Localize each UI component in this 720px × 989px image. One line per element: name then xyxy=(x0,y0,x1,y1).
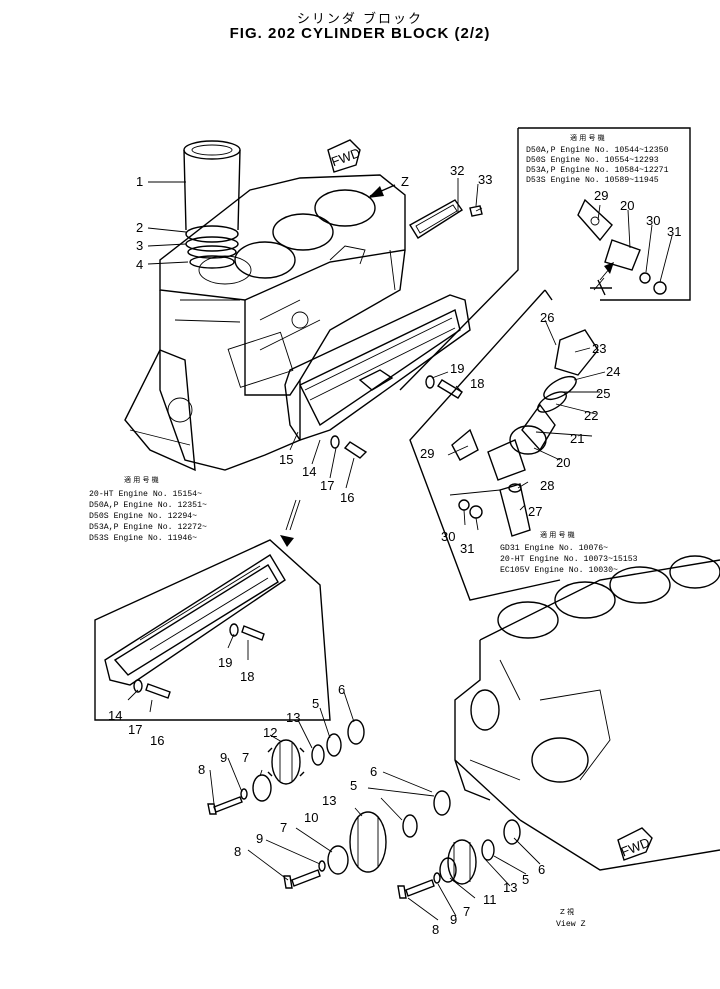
callout-16-upper: 16 xyxy=(340,490,354,505)
callout-14-lower: 14 xyxy=(108,708,122,723)
callout-12: 12 xyxy=(263,725,277,740)
note-left-line: 20-HT Engine No. 15154~ xyxy=(89,489,202,499)
callout-6-top: 6 xyxy=(338,682,345,697)
callout-19-upper: 19 xyxy=(450,361,464,376)
callout-4: 4 xyxy=(136,257,143,272)
callout-10: 10 xyxy=(304,810,318,825)
callout-7-bottom: 7 xyxy=(463,904,470,919)
note-top-right-line: D53S Engine No. 10589~11945 xyxy=(526,175,659,185)
callout-7-mid: 7 xyxy=(280,820,287,835)
callout-13-bottom: 13 xyxy=(503,880,517,895)
callout-11: 11 xyxy=(483,892,497,907)
link-arrow-upper xyxy=(593,262,614,291)
callout-17-upper: 17 xyxy=(320,478,334,493)
cylinder-liner xyxy=(183,140,241,269)
forward-arrow-bottom: FWD xyxy=(617,827,653,861)
view-z-arrow: Z xyxy=(368,174,409,198)
callout-9-mid: 9 xyxy=(256,831,263,846)
fwd-label-top: FWD xyxy=(329,145,362,169)
callout-16-lower: 16 xyxy=(150,733,164,748)
callout-29-top: 29 xyxy=(594,188,608,203)
callout-29-mid: 29 xyxy=(420,446,434,461)
note-left-header: 適 用 号 機 xyxy=(124,475,159,484)
callout-5-bottom: 5 xyxy=(522,872,529,887)
callout-19-lower: 19 xyxy=(218,655,232,670)
note-left-line: D53A,P Engine No. 12272~ xyxy=(89,522,207,532)
callout-13-mid: 13 xyxy=(322,793,336,808)
side-cover-lower-frame xyxy=(94,539,331,721)
callout-5-mid: 5 xyxy=(350,778,357,793)
cylinder-block-lower xyxy=(454,555,720,871)
note-top-right: 適 用 号 機 D50A,P Engine No. 10544~12350 D5… xyxy=(526,133,669,185)
callout-31-top: 31 xyxy=(667,224,681,239)
callout-9-bottom: 9 xyxy=(450,912,457,927)
callout-18-lower: 18 xyxy=(240,669,254,684)
callout-31-mid: 31 xyxy=(460,541,474,556)
callout-1: 1 xyxy=(136,174,143,189)
note-left: 適 用 号 機 20-HT Engine No. 15154~ D50A,P E… xyxy=(89,475,207,543)
callout-20-mid: 20 xyxy=(556,455,570,470)
callout-15: 15 xyxy=(279,452,293,467)
note-middle-right-header: 適 用 号 機 xyxy=(540,530,575,539)
cylinder-block-upper xyxy=(124,174,406,472)
callout-8-top: 8 xyxy=(198,762,205,777)
view-z-letter: Z xyxy=(401,174,409,189)
callout-20-top: 20 xyxy=(620,198,634,213)
callout-2: 2 xyxy=(136,220,143,235)
note-top-right-line: D50S Engine No. 10554~12293 xyxy=(526,155,659,165)
view-z-caption: Z 視 View Z xyxy=(556,907,586,929)
callout-30-mid: 30 xyxy=(441,529,455,544)
gear-train xyxy=(207,719,521,899)
callout-27: 27 xyxy=(528,504,542,519)
callout-32: 32 xyxy=(450,163,464,178)
callout-28: 28 xyxy=(540,478,554,493)
view-z-caption-japanese: Z 視 xyxy=(560,907,574,916)
forward-arrow-top: FWD xyxy=(327,139,362,173)
callout-8-mid: 8 xyxy=(234,844,241,859)
note-middle-right: 適 用 号 機 GD31 Engine No. 10076~ 20-HT Eng… xyxy=(500,530,638,575)
callout-22: 22 xyxy=(584,408,598,423)
note-left-line: D53S Engine No. 11946~ xyxy=(89,533,197,543)
note-left-line: D50A,P Engine No. 12351~ xyxy=(89,500,207,510)
note-left-line: D50S Engine No. 12294~ xyxy=(89,511,197,521)
detail-frame-top-right xyxy=(399,127,691,391)
link-arrow-lower xyxy=(280,499,301,547)
note-middle-right-line: 20-HT Engine No. 10073~15153 xyxy=(500,554,638,564)
callout-21: 21 xyxy=(570,431,584,446)
callout-17-lower: 17 xyxy=(128,722,142,737)
callout-23: 23 xyxy=(592,341,606,356)
hardware-upper xyxy=(330,375,463,459)
bolt-33 xyxy=(469,205,483,217)
callout-33: 33 xyxy=(478,172,492,187)
callout-7-top: 7 xyxy=(242,750,249,765)
callout-26: 26 xyxy=(540,310,554,325)
figure-title-japanese: シリンダ ブロック xyxy=(296,12,424,27)
callout-25: 25 xyxy=(596,386,610,401)
note-middle-right-line: EC105V Engine No. 10030~ xyxy=(500,565,618,575)
note-top-right-header: 適 用 号 機 xyxy=(570,133,605,142)
callout-6-mid: 6 xyxy=(370,764,377,779)
callout-14-upper: 14 xyxy=(302,464,316,479)
callout-9-top: 9 xyxy=(220,750,227,765)
callout-24: 24 xyxy=(606,364,620,379)
leader-lines xyxy=(127,178,673,921)
cover-plate-32 xyxy=(409,199,463,239)
figure-title: FIG. 202 CYLINDER BLOCK (2/2) xyxy=(229,25,491,42)
callout-13-top: 13 xyxy=(286,710,300,725)
side-cover-upper xyxy=(284,294,471,441)
note-top-right-line: D53A,P Engine No. 10584~12271 xyxy=(526,165,669,175)
callout-numbers: 1 2 3 4 32 33 19 18 15 14 17 16 29 20 30… xyxy=(108,163,681,937)
note-top-right-line: D50A,P Engine No. 10544~12350 xyxy=(526,145,669,155)
callout-5-top: 5 xyxy=(312,696,319,711)
callout-18-upper: 18 xyxy=(470,376,484,391)
callout-8-bottom: 8 xyxy=(432,922,439,937)
view-z-caption-english: View Z xyxy=(556,919,586,929)
callout-6-bottom: 6 xyxy=(538,862,545,877)
callout-30-top: 30 xyxy=(646,213,660,228)
note-middle-right-line: GD31 Engine No. 10076~ xyxy=(500,543,608,553)
callout-3: 3 xyxy=(136,238,143,253)
